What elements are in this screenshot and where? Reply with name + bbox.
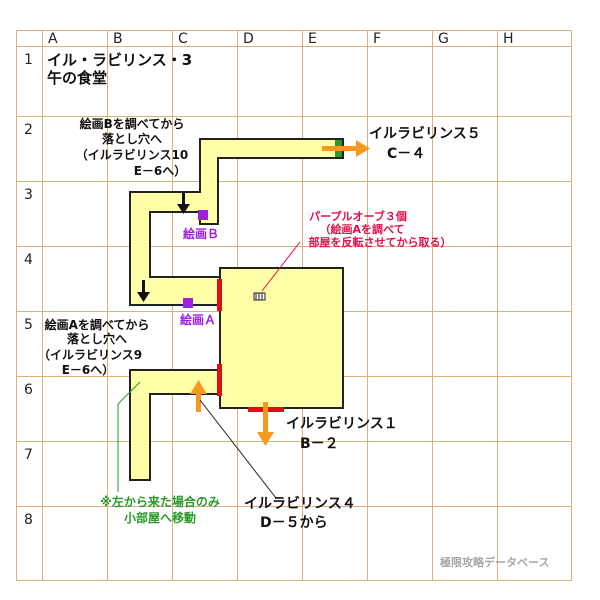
exit-arrow-right-icon: [322, 140, 370, 157]
orb-leader-line: [261, 241, 301, 292]
purple-orb-note: （絵画Aを調べて: [319, 222, 404, 236]
painting-b-marker: [198, 210, 208, 220]
watermark: 極限攻略データベース: [439, 555, 549, 569]
row-label-8: 8: [24, 512, 33, 528]
col-label-e: E: [308, 31, 317, 47]
col-label-b: B: [113, 31, 123, 47]
painting-a-label: 絵画Ａ: [180, 312, 216, 327]
pitfall-arrow-icon: [137, 280, 150, 302]
row-label-2: 2: [24, 122, 33, 138]
row-label-5: 5: [24, 317, 33, 333]
note-leader-line: [117, 381, 141, 405]
painting-b-label: 絵画Ｂ: [183, 226, 219, 241]
floor-area: [129, 138, 344, 481]
exit-1-label: イルラビリンス１: [286, 416, 398, 432]
room-name: 午の食堂: [47, 69, 107, 87]
col-label-a: A: [48, 31, 58, 47]
purple-orb-note: パープルオーブ３個: [309, 209, 407, 223]
col-label-f: F: [373, 31, 381, 47]
painting-b-note: E－6へ）: [134, 163, 187, 178]
exit-4-coord: D－５から: [260, 515, 328, 531]
col-label-d: D: [243, 31, 254, 47]
orb-item-icon: [253, 292, 266, 301]
painting-a-note: 落とし穴へ: [67, 331, 127, 346]
entry-arrow-up-icon: [190, 380, 207, 412]
red-door: [217, 279, 222, 311]
exit-4-label: イルラビリンス４: [244, 496, 356, 512]
row-label-3: 3: [24, 187, 33, 203]
painting-a-note: E－6へ）: [62, 362, 115, 377]
painting-b-note: （イルラビリンス10: [76, 147, 188, 162]
painting-a-note: 絵画Aを調べてから: [45, 317, 150, 332]
exit-5-coord: C－４: [387, 146, 425, 162]
left-only-note: 小部屋へ移動: [124, 510, 196, 525]
exit-1-coord: B－２: [300, 436, 339, 452]
row-label-4: 4: [24, 252, 33, 268]
pitfall-arrow-icon: [177, 192, 190, 214]
col-label-c: C: [178, 31, 188, 47]
painting-a-note: （イルラビリンス9: [38, 347, 142, 362]
row-label-7: 7: [24, 447, 33, 463]
exit-arrow-down-icon: [257, 402, 274, 446]
painting-a-marker: [183, 298, 193, 308]
painting-b-note: 絵画Bを調べてから: [80, 116, 185, 131]
exit4-leader-line: [199, 399, 277, 499]
purple-orb-note: 部屋を反転させてから取る）: [309, 235, 452, 249]
col-label-g: G: [438, 31, 449, 47]
painting-b-note: 落とし穴へ: [102, 131, 162, 146]
row-label-1: 1: [24, 52, 33, 68]
exit-5-label: イルラビリンス５: [369, 126, 481, 142]
map-title: イル・ラビリンス・3: [47, 51, 192, 69]
left-only-note: ※左から来た場合のみ: [100, 494, 220, 509]
red-door: [217, 364, 222, 396]
col-label-h: H: [503, 31, 514, 47]
row-label-6: 6: [24, 382, 33, 398]
